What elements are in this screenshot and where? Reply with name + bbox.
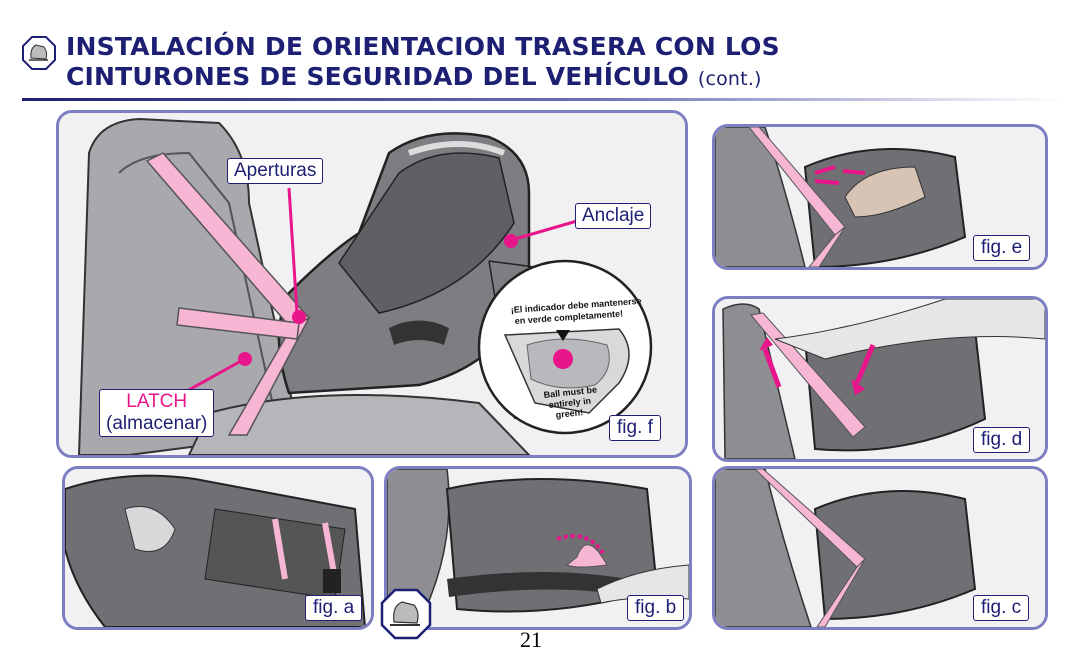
fig-d-label: fig. d: [973, 427, 1031, 453]
header-divider: [22, 98, 1062, 101]
fig-c-illustration: [715, 469, 1045, 627]
page-title: INSTALACIÓN DE ORIENTACION TRASERA CON L…: [66, 32, 780, 94]
fig-d-illustration: [715, 299, 1045, 459]
fig-a-label: fig. a: [305, 595, 363, 621]
page-header: INSTALACIÓN DE ORIENTACION TRASERA CON L…: [22, 32, 1062, 108]
latch-label: LATCH: [126, 391, 188, 412]
fig-e-label: fig. e: [973, 235, 1031, 261]
main-figure-illustration: ¡El indicador debe mantenerse en verde c…: [59, 113, 685, 455]
page-number: 21: [520, 627, 542, 652]
fig-e-panel: fig. e: [712, 124, 1048, 270]
title-line-2: CINTURONES DE SEGURIDAD DEL VEHÍCULO: [66, 62, 689, 91]
latch-callout: LATCH (almacenar): [99, 389, 215, 437]
rear-facing-seat-icon: [22, 36, 56, 70]
fig-a-panel: fig. a: [62, 466, 374, 630]
latch-sub-label: (almacenar): [106, 413, 208, 434]
fig-c-panel: fig. c: [712, 466, 1048, 630]
fig-d-panel: fig. d: [712, 296, 1048, 462]
indicator-text-bottom-3: green!: [555, 407, 583, 420]
anclaje-callout: Anclaje: [575, 203, 652, 229]
indicator-text-bottom-2: entirely in: [548, 396, 591, 410]
fig-e-illustration: [715, 127, 1045, 267]
title-suffix: (cont.): [697, 68, 762, 90]
rear-facing-seat-icon: [380, 588, 432, 640]
aperturas-callout: Aperturas: [227, 158, 324, 184]
fig-c-label: fig. c: [973, 595, 1030, 621]
fig-b-panel: fig. b: [384, 466, 692, 630]
fig-f-label: fig. f: [609, 415, 661, 441]
main-figure-panel: ¡El indicador debe mantenerse en verde c…: [56, 110, 688, 458]
title-line-1: INSTALACIÓN DE ORIENTACION TRASERA CON L…: [66, 32, 780, 61]
fig-b-label: fig. b: [627, 595, 685, 621]
